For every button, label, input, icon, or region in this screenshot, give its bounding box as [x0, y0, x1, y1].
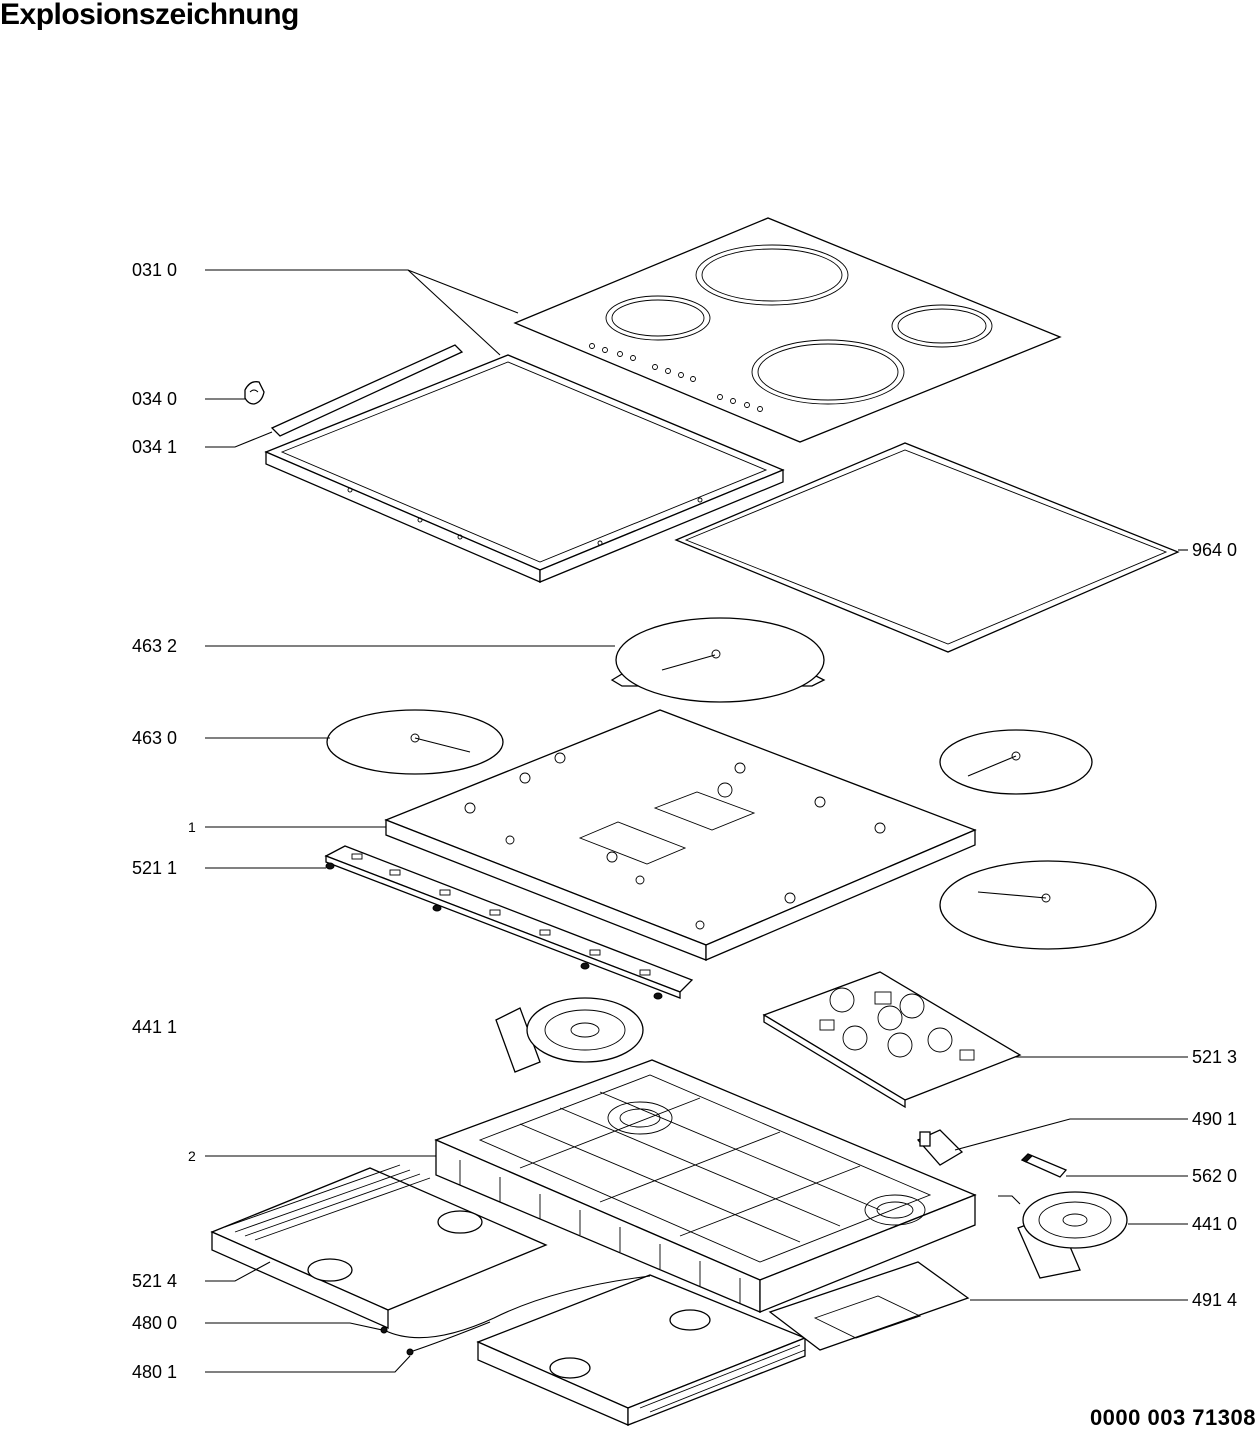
carrier-plate — [384, 709, 977, 961]
label-562-0: 562 0 — [1192, 1166, 1237, 1186]
coil-right-large — [939, 860, 1157, 950]
leader-lines — [205, 269, 1188, 1373]
label-463-0: 463 0 — [132, 728, 177, 748]
label-490-1: 490 1 — [1192, 1109, 1237, 1129]
label-964-0: 964 0 — [1192, 540, 1237, 560]
label-521-3: 521 3 — [1192, 1047, 1237, 1067]
page-title: Explosionszeichnung — [0, 0, 299, 31]
seal-gasket — [674, 442, 1180, 653]
control-board-521-1 — [324, 845, 694, 1000]
coil-463-0-left — [326, 709, 504, 775]
coil-right-small — [939, 729, 1093, 795]
cover-491-4 — [768, 1261, 970, 1351]
label-441-1: 441 1 — [132, 1017, 177, 1037]
part-labels: 031 0 034 0 034 1 964 0 463 2 463 0 1 52… — [132, 260, 1237, 1382]
fan-441-1 — [495, 997, 644, 1073]
coil-463-2 — [610, 617, 826, 703]
label-480-1: 480 1 — [132, 1362, 177, 1382]
label-521-1: 521 1 — [132, 858, 177, 878]
label-034-1: 034 1 — [132, 437, 177, 457]
label-441-0: 441 0 — [1192, 1214, 1237, 1234]
bottom-housing — [434, 1059, 977, 1313]
label-034-0: 034 0 — [132, 389, 177, 409]
cooktop-frame — [264, 344, 785, 583]
fan-441-0 — [998, 1191, 1128, 1279]
label-463-2: 463 2 — [132, 636, 177, 656]
bracket-490-1 — [916, 1129, 964, 1166]
label-2: 2 — [188, 1148, 196, 1164]
label-491-4: 491 4 — [1192, 1290, 1237, 1310]
power-module-521-4 — [210, 1164, 548, 1329]
fuse-562-0 — [1020, 1153, 1068, 1178]
clamp-part — [244, 381, 265, 405]
cable-harness — [380, 1275, 651, 1356]
document-number: 0000 003 71308 — [1089, 1405, 1256, 1430]
power-module-front — [476, 1274, 807, 1426]
label-480-0: 480 0 — [132, 1313, 177, 1333]
label-1: 1 — [188, 819, 196, 835]
label-521-4: 521 4 — [132, 1271, 177, 1291]
label-031-0: 031 0 — [132, 260, 177, 280]
glass-ceramic-top — [513, 217, 1062, 443]
power-board-521-3 — [762, 971, 1022, 1109]
